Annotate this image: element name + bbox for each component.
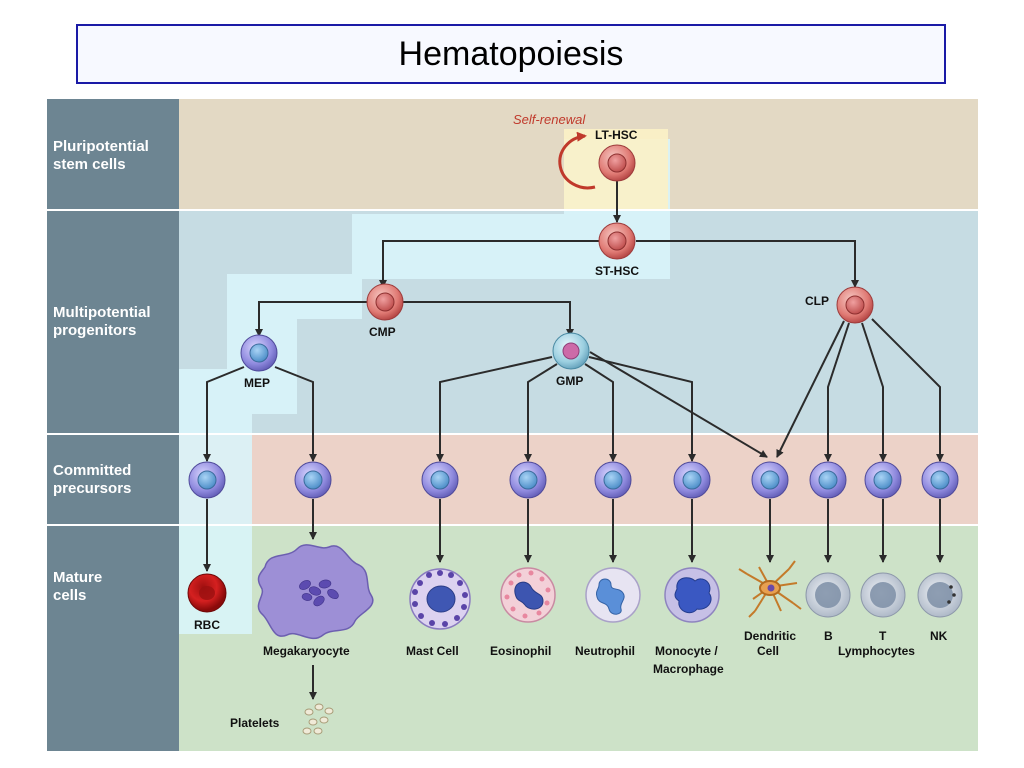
self-renewal-arrow: Self-renewal	[513, 112, 596, 190]
erythroid-highlight	[167, 139, 670, 634]
eosinophil-label: Eosinophil	[490, 644, 551, 658]
stage-label-committed-1: Committed	[53, 462, 131, 479]
dendritic-label-1: Dendritic	[744, 629, 796, 643]
clp-label: CLP	[805, 294, 829, 308]
monocyte-label-2: Macrophage	[653, 662, 724, 676]
cmp-cell	[366, 283, 404, 321]
lt-hsc-label: LT-HSC	[595, 128, 638, 142]
rbc-label: RBC	[194, 618, 220, 632]
committed-precursors	[188, 461, 959, 499]
megakaryocyte-label: Megakaryocyte	[263, 644, 350, 658]
mep-cell	[240, 334, 278, 372]
stem-band	[47, 99, 978, 209]
stage-label-progenitor-2: progenitors	[53, 322, 136, 339]
platelets-label: Platelets	[230, 716, 280, 730]
cmp-label: CMP	[369, 325, 396, 339]
page-title: Hematopoiesis	[398, 34, 624, 73]
precursor-cell	[421, 461, 459, 499]
neutrophil-cell	[585, 567, 641, 623]
gmp-cell	[552, 332, 590, 370]
precursor-cell	[751, 461, 789, 499]
precursor-cell	[188, 461, 226, 499]
precursor-cell	[594, 461, 632, 499]
lineage-arrows	[203, 181, 944, 700]
precursor-cell	[921, 461, 959, 499]
precursor-cell	[809, 461, 847, 499]
clp-cell	[836, 286, 874, 324]
dendritic-cell	[738, 560, 802, 618]
megakaryocyte-cell	[257, 544, 374, 640]
precursor-cell	[864, 461, 902, 499]
precursor-cell	[673, 461, 711, 499]
rbc-cell	[187, 573, 227, 613]
st-hsc-label: ST-HSC	[595, 264, 639, 278]
b-lymphocyte-cell	[805, 572, 851, 618]
t-label: T	[879, 629, 887, 643]
stage-label-progenitor-1: Multipotential	[53, 304, 151, 321]
stage-sidebar	[47, 99, 179, 751]
stage-label-committed-2: precursors	[53, 480, 131, 497]
t-lymphocyte-cell	[860, 572, 906, 618]
lt-hsc-cell	[598, 144, 636, 182]
gmp-label: GMP	[556, 374, 583, 388]
mast-cell	[409, 568, 471, 630]
stage-label-stem-1: Pluripotential	[53, 138, 149, 155]
eosinophil-cell	[500, 567, 556, 623]
st-hsc-cell	[598, 222, 636, 260]
neutrophil-label: Neutrophil	[575, 644, 635, 658]
precursor-cell	[294, 461, 332, 499]
nk-lymphocyte-cell	[917, 572, 963, 618]
b-label: B	[824, 629, 833, 643]
title-box: Hematopoiesis	[76, 24, 946, 84]
stage-label-mature-2: cells	[53, 587, 86, 604]
dendritic-label-2: Cell	[757, 644, 779, 658]
monocyte-cell	[664, 567, 720, 623]
nk-label: NK	[930, 629, 948, 643]
mast-cell-label: Mast Cell	[406, 644, 459, 658]
self-renewal-label: Self-renewal	[513, 112, 586, 127]
monocyte-label-1: Monocyte /	[655, 644, 718, 658]
lymphocytes-label: Lymphocytes	[838, 644, 915, 658]
mep-label: MEP	[244, 376, 270, 390]
precursor-cell	[509, 461, 547, 499]
stage-label-mature-1: Mature	[53, 569, 102, 586]
hematopoiesis-diagram: Pluripotential stem cells Multipotential…	[47, 99, 978, 751]
platelets-icon	[302, 703, 334, 735]
stage-label-stem-2: stem cells	[53, 156, 126, 173]
